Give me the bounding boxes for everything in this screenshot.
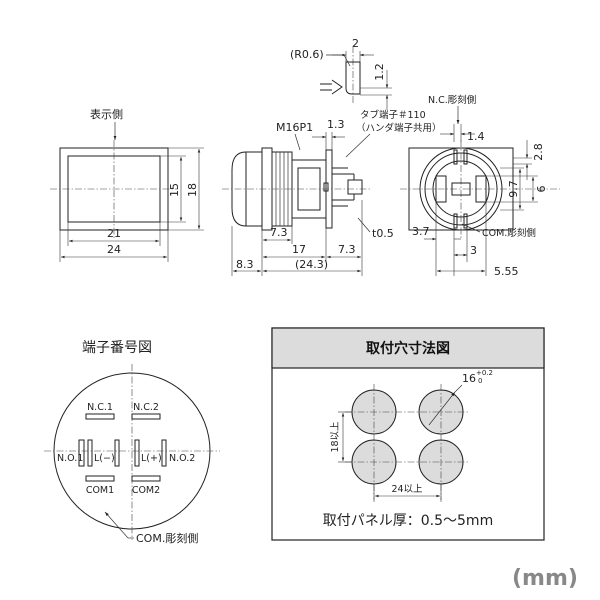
rear-view: N.C.彫刻側 1.4 2.8 6 — [400, 94, 560, 278]
tab-terminal-label: タブ端子＃110 — [360, 109, 426, 121]
dim-3-7: 3.7 — [412, 225, 430, 238]
dim-1-4: 1.4 — [467, 130, 485, 143]
side-view: M16P1 1.3 タブ端子＃110 （ハンダ端子共用） — [222, 109, 442, 276]
thread-label: M16P1 — [276, 121, 313, 134]
dim-7-3-right: 7.3 — [338, 243, 356, 256]
dim-2-8: 2.8 — [532, 143, 545, 161]
radius-label: (R0.6) — [290, 48, 324, 61]
terminal-diagram-title: 端子番号図 — [82, 340, 152, 356]
dim-24-3: (24.3) — [295, 258, 328, 271]
dim-t0-5: t0.5 — [372, 227, 394, 240]
mounting-title: 取付穴寸法図 — [366, 340, 450, 357]
terminal-com1 — [85, 475, 115, 482]
vertical-pitch: 18以上 — [330, 421, 341, 453]
dim-18: 18 — [186, 183, 199, 197]
dim-1-2: 1.2 — [373, 63, 386, 81]
front-view: 表示側 15 18 21 24 — [50, 107, 204, 262]
dim-2: 2 — [352, 37, 359, 50]
mounting-title-bar — [271, 327, 545, 369]
terminal-no2-label: N.O.2 — [169, 453, 195, 464]
terminal-lm-label: L(−) — [94, 453, 115, 464]
terminal-lm-b — [114, 439, 120, 467]
terminal-lp-a — [134, 439, 140, 467]
terminal-nc1-label: N.C.1 — [87, 402, 113, 413]
dim-9-7: 9.7 — [507, 180, 520, 198]
display-side-label: 表示側 — [90, 107, 123, 121]
terminal-lp-b — [161, 439, 167, 467]
horizontal-pitch: 24以上 — [391, 484, 423, 495]
unit-label: (mm) — [512, 566, 578, 591]
terminal-nc2-label: N.C.2 — [133, 402, 159, 413]
terminal-com1-label: COM1 — [86, 485, 114, 496]
dim-24: 24 — [107, 243, 121, 256]
solder-terminal-label: （ハンダ端子共用） — [356, 122, 442, 134]
terminal-diagram: 端子番号図 N.C.1 N.C.2 N.O.1 L(−) L(+) N.O.2 … — [44, 340, 220, 545]
nc-engraved-label: N.C.彫刻側 — [428, 94, 476, 106]
com-side-label: COM.彫刻側 — [136, 531, 198, 545]
dim-3: 3 — [470, 244, 477, 257]
panel-thickness: 取付パネル厚：0.5〜5mm — [323, 513, 493, 529]
terminal-nc2 — [131, 413, 161, 420]
com-engraved-label: COM.彫刻側 — [482, 227, 536, 239]
terminal-com2-label: COM2 — [132, 485, 160, 496]
terminal-com2 — [131, 475, 161, 482]
hole-diameter: 16 — [462, 372, 476, 385]
terminal-lm-a — [87, 439, 93, 467]
hole-tol-lower: 0 — [478, 377, 482, 385]
terminal-lp-label: L(+) — [141, 453, 162, 464]
dim-6: 6 — [535, 186, 548, 193]
terminal-nc1 — [85, 413, 115, 420]
mounting-diagram: 取付穴寸法図 16 +0.2 0 18以上 24以上 取付パネル厚：0.5〜5m… — [271, 327, 545, 541]
dim-15: 15 — [168, 183, 181, 197]
terminal-no1 — [78, 439, 85, 467]
dim-21: 21 — [107, 227, 121, 240]
dim-8-3: 8.3 — [236, 258, 254, 271]
dim-5-55: 5.55 — [494, 265, 519, 278]
hole-tol-upper: +0.2 — [476, 369, 493, 377]
terminal-detail: (R0.6) 2 1.2 — [290, 37, 392, 110]
dim-7-3-left: 7.3 — [270, 226, 288, 239]
dim-17: 17 — [292, 243, 306, 256]
terminal-no1-label: N.O.1 — [57, 453, 83, 464]
dim-1-3: 1.3 — [327, 118, 345, 131]
